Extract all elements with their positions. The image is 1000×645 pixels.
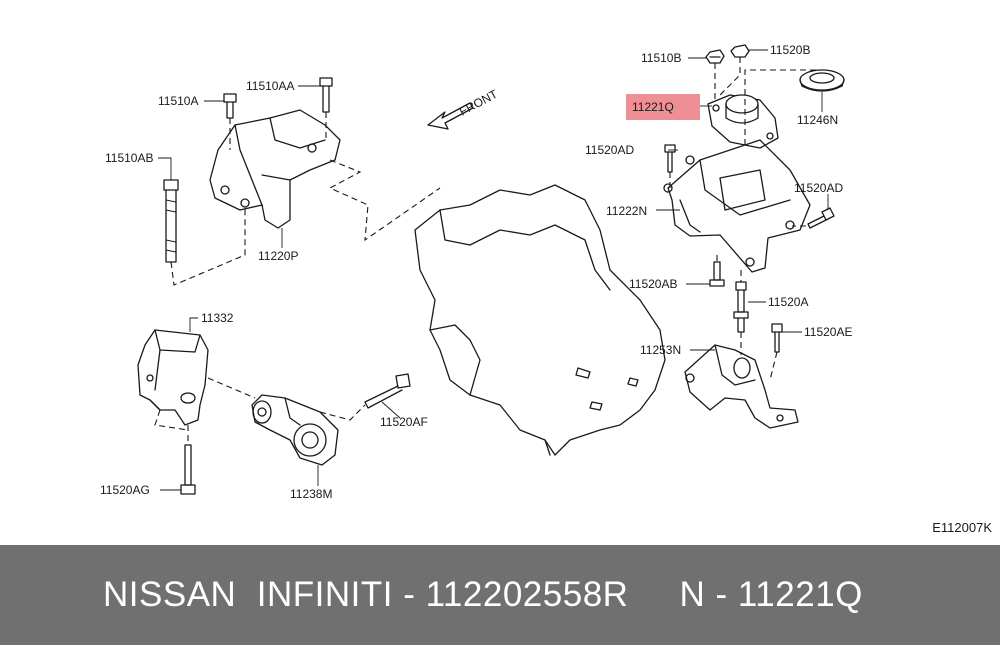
stud-11520AB — [709, 261, 725, 287]
part-label-11510AB: 11510AB — [105, 151, 154, 165]
part-label-11520B: 11520B — [770, 43, 810, 57]
dashed-guide-bottom-4 — [154, 409, 189, 431]
part-label-11246N: 11246N — [797, 113, 838, 127]
footer-part-numbers: NISSAN INFINITI - 112202558R N - 11221Q — [103, 575, 863, 614]
front-direction-arrow: FRONT — [427, 87, 501, 130]
leader-11510AB — [158, 157, 172, 180]
dashed-guide-bottom-2 — [319, 404, 366, 421]
bolt-11510AA — [319, 77, 333, 113]
part-label-11520AB: 11520AB — [629, 277, 678, 291]
part-label-11520AD-top: 11520AD — [585, 143, 634, 157]
bolt-11520AD-right — [807, 207, 835, 229]
leader-11332 — [189, 317, 198, 332]
dashed-guide-bottom-1 — [207, 377, 256, 399]
bolt-11520AF — [364, 373, 411, 409]
bolt-11520AG — [180, 444, 196, 495]
dashed-guide-left-4 — [328, 159, 441, 242]
part-label-11520AG: 11520AG — [100, 483, 150, 497]
part-label-11220P: 11220P — [258, 249, 298, 263]
highlight-box-11221Q — [626, 94, 700, 120]
bolt-11510AB — [163, 179, 179, 263]
dashed-guide-left-3 — [170, 205, 246, 286]
part-label-11253N: 11253N — [640, 343, 681, 357]
torque-rod-11238M — [251, 394, 339, 466]
nut-11510B — [705, 49, 725, 64]
upper-mount-11221Q — [707, 94, 779, 149]
lower-bracket-11253N — [684, 344, 799, 429]
bracket-11222N — [663, 139, 811, 273]
engine-block — [414, 184, 666, 456]
part-label-11520AF: 11520AF — [380, 415, 428, 429]
part-label-11332: 11332 — [201, 311, 234, 325]
front-label: FRONT — [457, 87, 501, 119]
exploded-parts-diagram: FRONT — [100, 43, 853, 501]
cap-11246N — [799, 69, 845, 92]
bracket-11332 — [137, 329, 209, 426]
part-label-11238M: 11238M — [290, 487, 332, 501]
mount-11220P — [209, 109, 341, 229]
part-label-11510A: 11510A — [158, 94, 198, 108]
part-label-11510AA: 11510AA — [246, 79, 295, 93]
leader-11520AF — [381, 401, 401, 419]
part-label-11520AD-right: 11520AD — [794, 181, 843, 195]
stud-11520A — [733, 281, 749, 333]
footer-banner: NISSAN INFINITI - 112202558R N - 11221Q — [0, 545, 1000, 645]
part-label-11520AE: 11520AE — [804, 325, 853, 339]
dashed-guide-right-2 — [719, 57, 741, 96]
part-label-11222N: 11222N — [606, 204, 647, 218]
diagram-reference-code: E112007K — [932, 520, 992, 535]
dashed-guide-right-8 — [769, 351, 778, 381]
nut-11520B — [730, 44, 750, 58]
bolt-11510A — [223, 93, 237, 119]
part-label-11510B: 11510B — [641, 51, 681, 65]
part-label-11221Q: 11221Q — [632, 100, 674, 114]
dashed-guide-right-9 — [744, 69, 820, 145]
bolt-11520AD-top — [664, 144, 676, 173]
bolt-11520AE — [771, 323, 783, 353]
part-label-11520A: 11520A — [768, 295, 808, 309]
